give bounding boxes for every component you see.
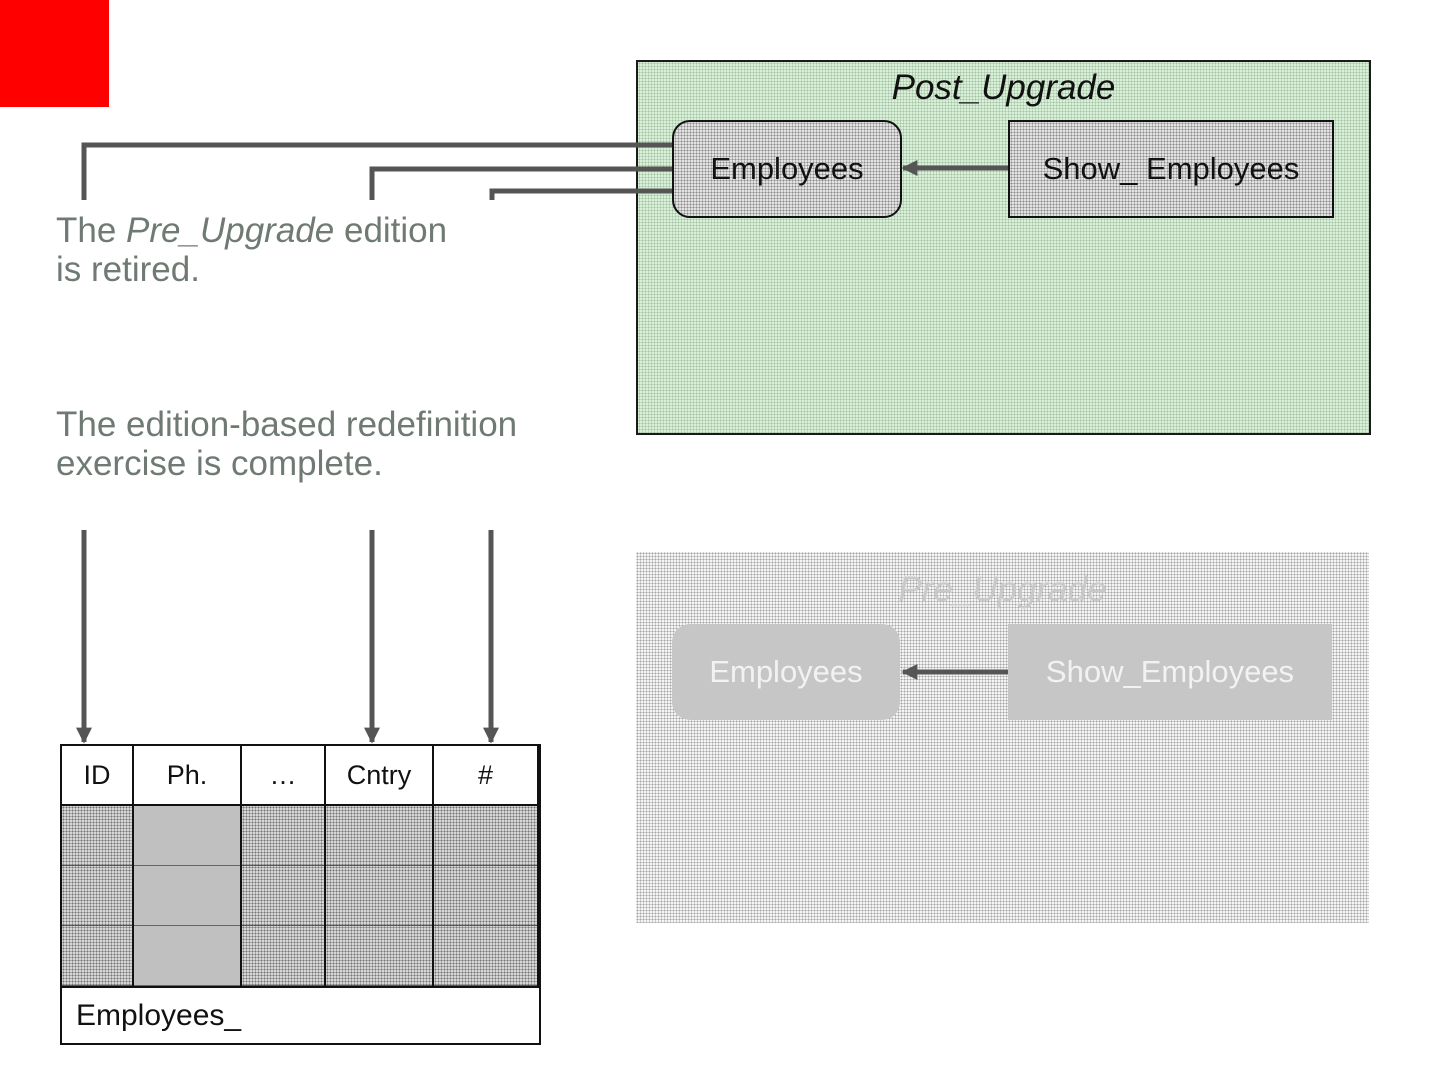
- pre-upgrade-title: Pre_Upgrade: [898, 570, 1107, 609]
- column-header: ID: [62, 746, 132, 806]
- retired-caption: The Pre_Upgrade edition is retired.: [56, 211, 448, 289]
- connector-id-upper: [81, 142, 672, 200]
- column-header: Cntry: [326, 746, 432, 806]
- pre-upgrade-edition-panel: Pre_Upgrade Employees Show_Employees: [636, 552, 1369, 923]
- column-header: Ph.: [134, 746, 240, 806]
- post-upgrade-employees-view: Employees: [672, 120, 902, 218]
- table-name: Employees_: [62, 986, 539, 1043]
- column-cells: [62, 806, 132, 986]
- brand-logo-square: [0, 0, 109, 107]
- table-column-number: #: [434, 746, 539, 986]
- table-column-ellipsis: …: [242, 746, 326, 986]
- pre-upgrade-show-employees-procedure: Show_Employees: [1008, 624, 1332, 720]
- complete-caption: The edition-based redefinition exercise …: [56, 405, 518, 483]
- column-cells: [134, 806, 240, 986]
- column-header: …: [242, 746, 324, 806]
- connector-country-upper: [369, 166, 672, 200]
- connector-number-upper: [489, 188, 672, 200]
- column-cells: [326, 806, 432, 986]
- retired-caption-edition-name: Pre_Upgrade: [126, 211, 335, 250]
- column-cells: [434, 806, 537, 986]
- post-upgrade-title: Post_Upgrade: [891, 68, 1116, 107]
- table-column-phone: Ph.: [134, 746, 242, 986]
- table-column-country: Cntry: [326, 746, 434, 986]
- table-column-id: ID: [62, 746, 134, 986]
- column-cells: [242, 806, 324, 986]
- post-upgrade-edition-panel: Post_Upgrade Employees Show_ Employees: [636, 60, 1371, 435]
- pre-upgrade-employees-view: Employees: [672, 624, 900, 720]
- column-header: #: [434, 746, 537, 806]
- post-upgrade-show-employees-procedure: Show_ Employees: [1008, 120, 1334, 218]
- employees-table: ID Ph. … Cntry # Employees_: [60, 744, 541, 1045]
